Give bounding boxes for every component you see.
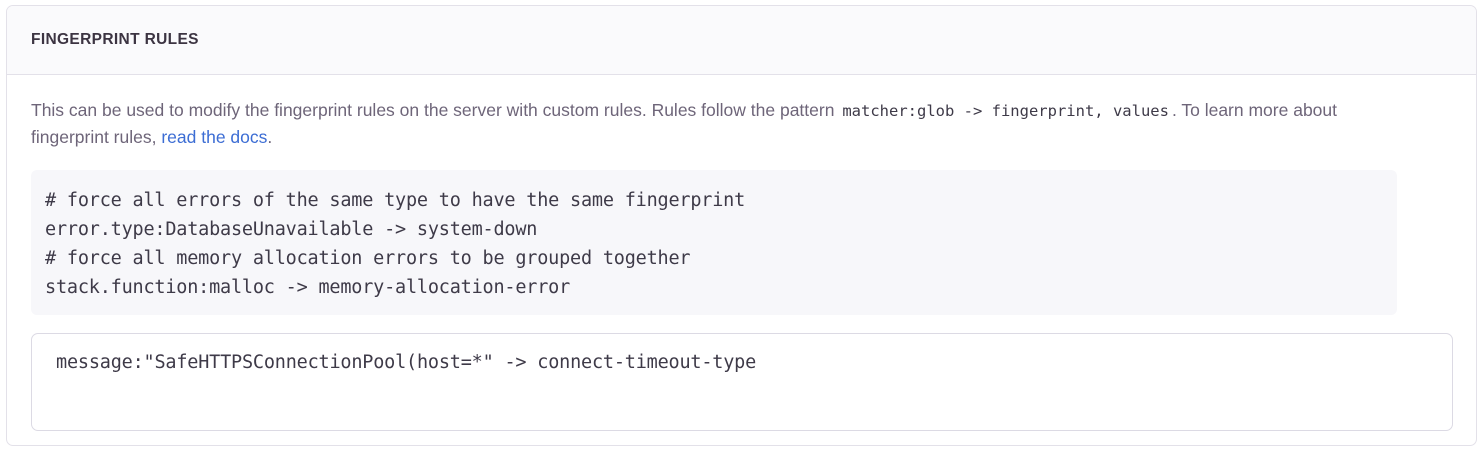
page-title: FINGERPRINT RULES	[31, 31, 199, 48]
code-line: stack.function:malloc -> memory-allocati…	[45, 277, 571, 298]
description-after-code: . To learn more about fingerprint rules,	[31, 100, 1338, 147]
description-text: This can be used to modify the fingerpri…	[31, 97, 1379, 150]
panel-header: FINGERPRINT RULES	[7, 6, 1476, 75]
code-line: # force all errors of the same type to h…	[45, 190, 746, 211]
code-line: # force all memory allocation errors to …	[45, 248, 691, 269]
description-trailing: .	[267, 127, 273, 147]
inline-pattern-code: matcher:glob -> fingerprint, values	[842, 102, 1169, 120]
example-code-block: # force all errors of the same type to h…	[31, 170, 1397, 315]
code-line: error.type:DatabaseUnavailable -> system…	[45, 219, 538, 240]
read-the-docs-link[interactable]: read the docs	[161, 127, 268, 147]
panel-body: This can be used to modify the fingerpri…	[7, 75, 1476, 431]
fingerprint-rules-panel: FINGERPRINT RULES This can be used to mo…	[6, 5, 1477, 446]
fingerprint-rules-input[interactable]	[31, 333, 1453, 431]
description-before-code: This can be used to modify the fingerpri…	[31, 100, 835, 120]
